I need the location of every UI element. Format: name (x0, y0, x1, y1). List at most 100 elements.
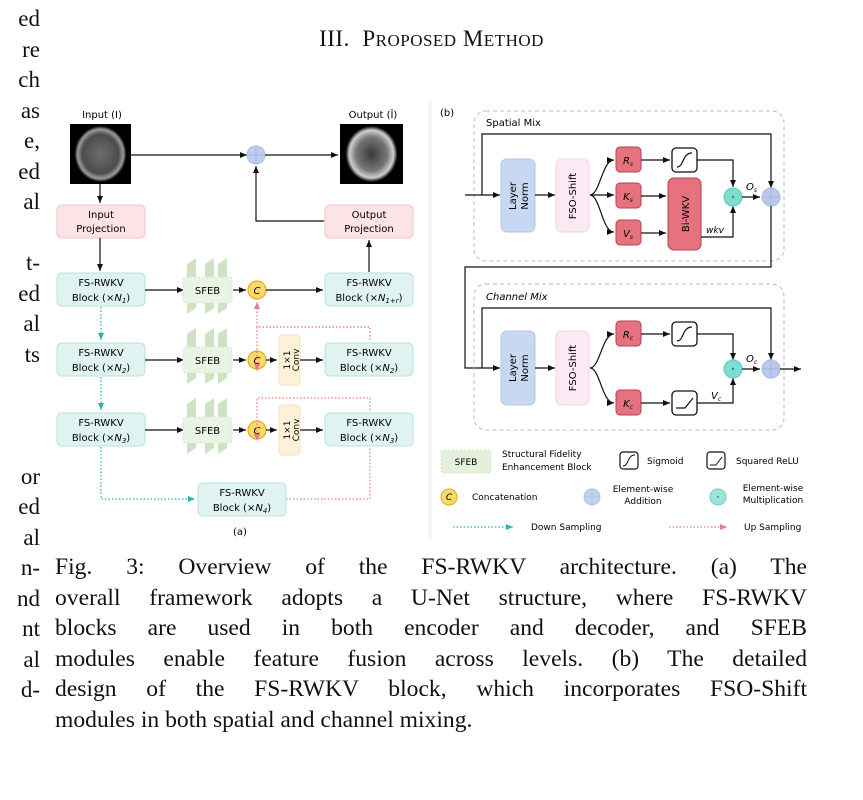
decoder-block-1 (324, 272, 414, 307)
legend-concat-icon (440, 488, 458, 506)
heading-cap: P (362, 26, 376, 51)
channel-ln-line1: Layer (508, 353, 519, 382)
encoder-block-3-line2: Block (×N3) (72, 433, 130, 445)
left-column-fragment: ed (18, 280, 40, 306)
legend-multiplication-text1: Element-wise (743, 484, 804, 494)
output-projection-line2: Projection (344, 224, 393, 235)
left-column-fragment: as (20, 97, 40, 123)
figure-caption: Fig. 3: Overview of the FS-RWKV architec… (55, 552, 807, 735)
sigmoid-icon (671, 147, 698, 173)
section-heading: III. PROPOSED METHOD (0, 26, 863, 52)
legend-addition-text1: Element-wise (613, 485, 674, 495)
decoder-block-1-line2: Block (×N1+r) (335, 293, 402, 305)
output-projection (324, 204, 414, 239)
channel-k-label: Kc (623, 399, 634, 411)
legend-up-sampling-text: Up Sampling (744, 523, 801, 533)
left-column-fragment: n- (20, 555, 40, 580)
bottleneck-block (197, 482, 287, 517)
caption-line: blocks are used in both encoder and deco… (55, 615, 807, 641)
left-column-fragment: re (22, 36, 40, 62)
input-projection (56, 204, 146, 239)
legend-sfeb-text2: Enhancement Block (502, 463, 592, 473)
left-column-fragment: e, (24, 128, 40, 153)
encoder-block-1-line2: Block (×N1) (72, 293, 130, 305)
wkv-label: wkv (706, 226, 725, 236)
left-column-fragment: ed (18, 6, 40, 31)
legend-down-sampling-text: Down Sampling (531, 523, 602, 533)
panel-a: Input (I) Output (Î) Input Projection Ou… (56, 108, 414, 538)
left-column-fragment: t- (25, 250, 40, 275)
spatial-mix-title: Spatial Mix (486, 118, 541, 129)
sfeb-block-3: SFEB (182, 398, 233, 454)
output-brain-mri (345, 126, 398, 182)
legend-squared-relu-icon (706, 451, 726, 470)
conv-label-line2: Conv (292, 418, 302, 441)
output-label: Output (Î) (349, 108, 398, 121)
left-column-fragment: al (23, 524, 40, 550)
channel-r-label: Rc (623, 330, 634, 342)
decoder-block-3-line2: Block (×N3) (340, 433, 398, 445)
bi-wkv-label: Bi-WKV (681, 196, 692, 232)
panel-divider (428, 100, 432, 540)
concat-label: C (254, 286, 261, 297)
left-column-fragment: al (23, 646, 40, 672)
legend-multiplication-text2: Multiplication (743, 496, 803, 506)
spatial-ln-line2: Norm (520, 182, 531, 209)
conv-label-line2: Conv (292, 348, 302, 371)
legend-sfeb-swatch (440, 449, 492, 474)
heading-smallcaps: ROPOSED (375, 31, 457, 50)
sfeb-block-1: SFEB (182, 258, 233, 314)
channel-mix-container (473, 283, 785, 431)
legend-sigmoid-text: Sigmoid (647, 457, 683, 467)
channel-sigmoid-icon (671, 321, 698, 347)
caption-line: Fig. 3: Overview of the FS-RWKV architec… (55, 554, 807, 580)
decoder-block-2-line1: FS-RWKV (346, 348, 392, 359)
decoder-block-1-line1: FS-RWKV (346, 278, 392, 289)
left-column-fragment: nd (17, 585, 40, 611)
conv-label-line1: 1×1 (283, 351, 293, 370)
legend: SFEB Structural Fidelity Enhancement Blo… (440, 449, 804, 533)
decoder-block-3 (324, 412, 414, 447)
input-label: Input (I) (82, 110, 122, 121)
encoder-block-3-line1: FS-RWKV (78, 418, 124, 429)
heading-smallcaps: ETHOD (483, 31, 544, 50)
squared-relu-icon (671, 390, 698, 416)
legend-addition-text2: Addition (624, 497, 661, 507)
left-column-fragment: ch (18, 67, 40, 92)
conv-label-line1: 1×1 (283, 421, 293, 440)
spatial-shift-label: FSO-Shift (568, 173, 579, 219)
panel-b-label: (b) (440, 108, 454, 119)
concat-label: C (254, 356, 261, 367)
legend-concat-symbol: C (446, 493, 453, 503)
channel-ln-line2: Norm (520, 354, 531, 381)
heading-cap: M (462, 26, 484, 51)
legend-concat-text: Concatenation (472, 493, 537, 503)
left-column-fragment: or (20, 463, 40, 489)
spatial-ln-line1: Layer (508, 181, 519, 210)
left-column-fragment: ed (18, 158, 40, 184)
decoder-block-2-line2: Block (×N2) (340, 363, 398, 375)
spatial-k-label: Ks (623, 192, 633, 204)
panel-b: (b) Spatial Mix Layer Norm FSO-Shift Rs … (440, 108, 804, 533)
decoder-block-2 (324, 342, 414, 377)
spatial-v-label: Vs (623, 229, 633, 241)
channel-shift-label: FSO-Shift (568, 345, 579, 391)
spatial-mix-container (473, 110, 785, 262)
encoder-block-2-line2: Block (×N2) (72, 363, 130, 375)
panel-a-label: (a) (233, 527, 247, 538)
input-brain-mri (74, 126, 127, 182)
caption-line: modules in both spatial and channel mixi… (55, 706, 473, 733)
encoder-block-1-line1: FS-RWKV (78, 278, 124, 289)
caption-line: modules enable feature fusion across lev… (55, 645, 807, 672)
sfeb-label: SFEB (195, 356, 220, 367)
channel-output-label: Oc (746, 354, 758, 366)
channel-v-label: Vc (711, 391, 722, 403)
legend-squared-relu-text: Squared ReLU (736, 457, 799, 467)
sfeb-block-2: SFEB (182, 328, 233, 384)
sfeb-label: SFEB (195, 286, 220, 297)
output-projection-line1: Output (352, 210, 387, 221)
encoder-block-2-line1: FS-RWKV (78, 348, 124, 359)
left-column-fragment: al (23, 189, 40, 214)
spatial-fso-shift (555, 158, 590, 233)
